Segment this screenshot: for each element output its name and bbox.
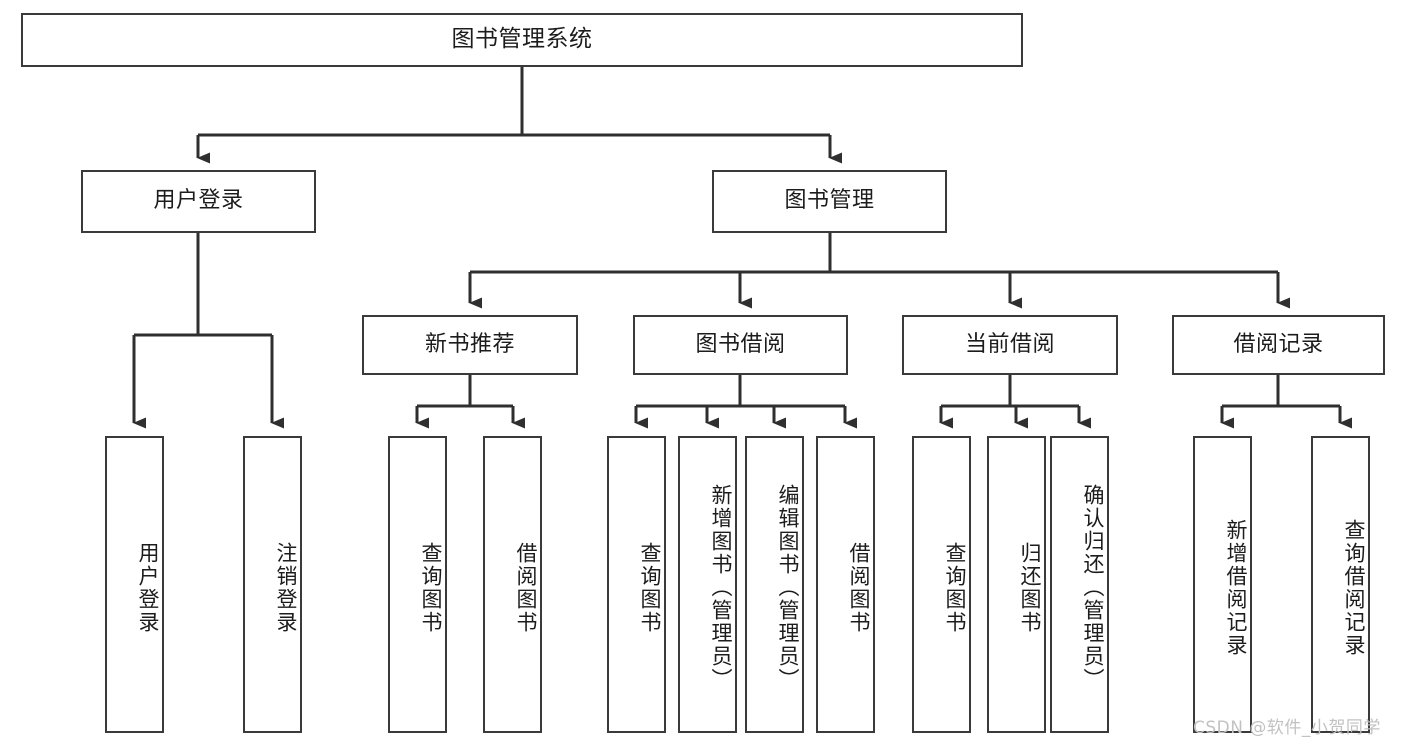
node-root-system[interactable]: 图书管理系统 bbox=[21, 13, 1023, 67]
leaf-label: 用户登录 bbox=[136, 541, 160, 634]
leaf-label: 新增借阅记录 bbox=[1224, 518, 1248, 657]
node-book-manage[interactable]: 图书管理 bbox=[712, 170, 947, 233]
leaf-label: 确认归还（管理员） bbox=[1081, 484, 1105, 691]
leaf-return-book[interactable]: 归还图书 bbox=[987, 436, 1046, 733]
csdn-watermark: CSDN @软件_小贺同学 bbox=[1193, 718, 1381, 738]
node-book-borrow[interactable]: 图书借阅 bbox=[633, 315, 848, 375]
leaf-label: 注销登录 bbox=[274, 541, 298, 634]
leaf-borrow-book-recommend[interactable]: 借阅图书 bbox=[483, 436, 542, 733]
leaf-query-borrow-record[interactable]: 查询借阅记录 bbox=[1311, 436, 1370, 733]
leaf-label: 借阅图书 bbox=[847, 541, 871, 634]
leaf-user-login[interactable]: 用户登录 bbox=[105, 436, 164, 733]
node-user-login[interactable]: 用户登录 bbox=[81, 170, 316, 233]
leaf-query-book-current[interactable]: 查询图书 bbox=[912, 436, 971, 733]
node-new-book-recommend[interactable]: 新书推荐 bbox=[362, 315, 578, 375]
leaf-label: 新增图书（管理员） bbox=[709, 484, 733, 691]
leaf-label: 编辑图书（管理员） bbox=[776, 484, 800, 691]
node-current-borrow[interactable]: 当前借阅 bbox=[902, 315, 1118, 375]
leaf-label: 借阅图书 bbox=[514, 541, 538, 634]
leaf-borrow-book[interactable]: 借阅图书 bbox=[816, 436, 875, 733]
leaf-label: 查询图书 bbox=[943, 541, 967, 634]
leaf-label: 查询图书 bbox=[419, 541, 443, 634]
leaf-add-book-admin[interactable]: 新增图书（管理员） bbox=[678, 436, 737, 733]
leaf-confirm-return-admin[interactable]: 确认归还（管理员） bbox=[1050, 436, 1109, 733]
leaf-user-logout[interactable]: 注销登录 bbox=[243, 436, 302, 733]
leaf-add-borrow-record[interactable]: 新增借阅记录 bbox=[1193, 436, 1252, 733]
leaf-edit-book-admin[interactable]: 编辑图书（管理员） bbox=[745, 436, 804, 733]
leaf-label: 归还图书 bbox=[1018, 541, 1042, 634]
leaf-query-book-recommend[interactable]: 查询图书 bbox=[388, 436, 447, 733]
leaf-query-book-borrow[interactable]: 查询图书 bbox=[607, 436, 666, 733]
leaf-label: 查询图书 bbox=[638, 541, 662, 634]
leaf-label: 查询借阅记录 bbox=[1342, 518, 1366, 657]
node-borrow-record[interactable]: 借阅记录 bbox=[1172, 315, 1385, 375]
